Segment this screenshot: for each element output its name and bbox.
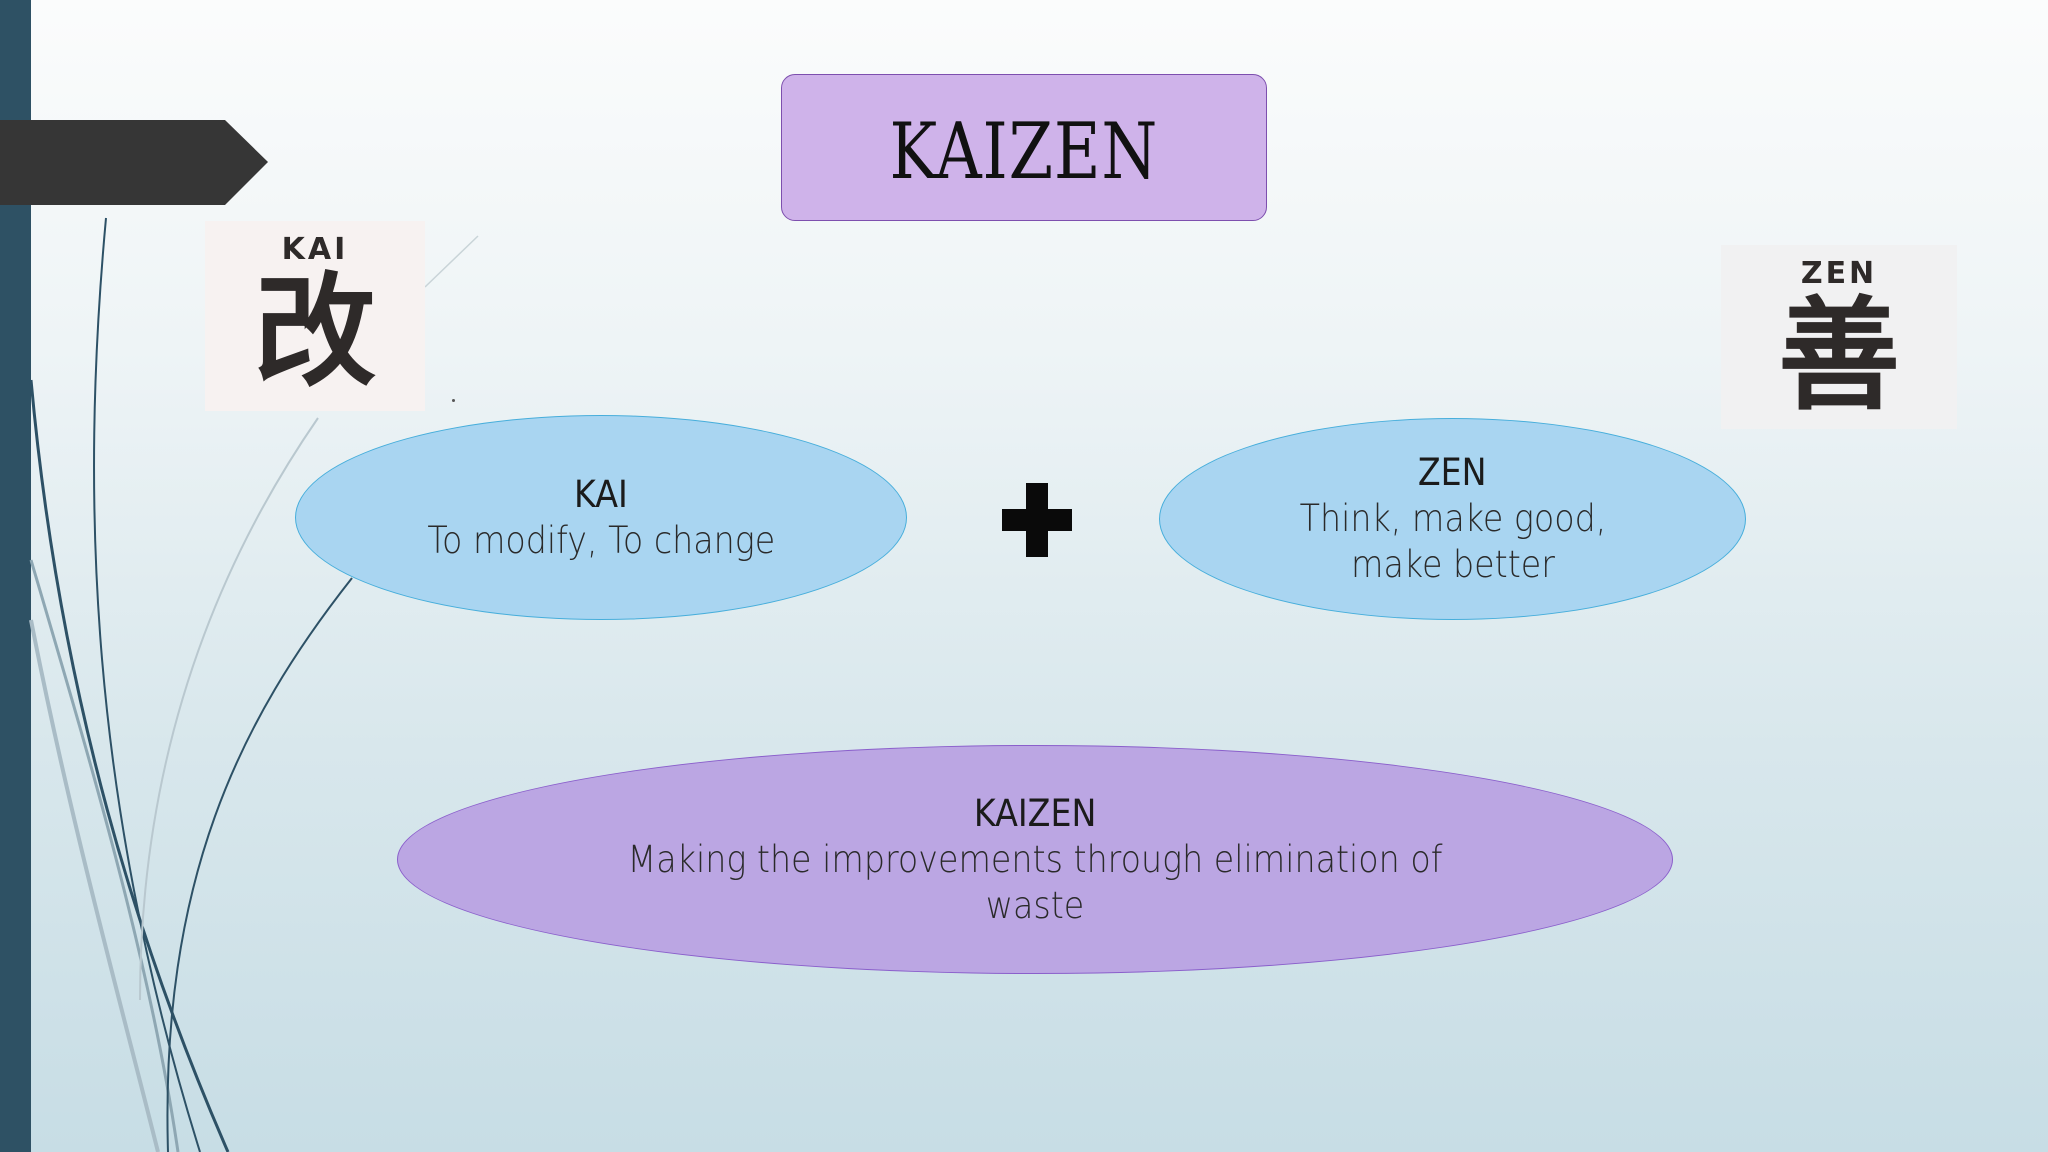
kai-kanji-character: 改 [254,261,376,403]
stray-dot [452,399,455,402]
slide-title: KAIZEN [889,106,1159,197]
kai-kanji-label: KAI [281,232,349,267]
title-box: KAIZEN [781,74,1267,221]
kai-meaning: To modify, To change [427,518,775,562]
zen-kanji-label: ZEN [1800,256,1878,291]
zen-kanji-character: 善 [1778,285,1900,427]
zen-heading: ZEN [1418,451,1487,494]
kai-kanji-card: KAI 改 [205,221,425,411]
zen-ellipse: ZEN Think, make good, make better [1159,418,1746,620]
zen-kanji-card: ZEN 善 [1721,245,1957,429]
kaizen-heading: KAIZEN [973,791,1097,835]
kaizen-meaning: Making the improvements through eliminat… [627,837,1443,927]
kai-heading: KAI [574,472,628,516]
kai-ellipse: KAI To modify, To change [295,415,907,620]
zen-meaning: Think, make good, make better [1299,497,1606,586]
plus-icon [1002,483,1072,557]
section-tab-arrow [0,120,268,205]
kaizen-ellipse: KAIZEN Making the improvements through e… [397,745,1673,974]
